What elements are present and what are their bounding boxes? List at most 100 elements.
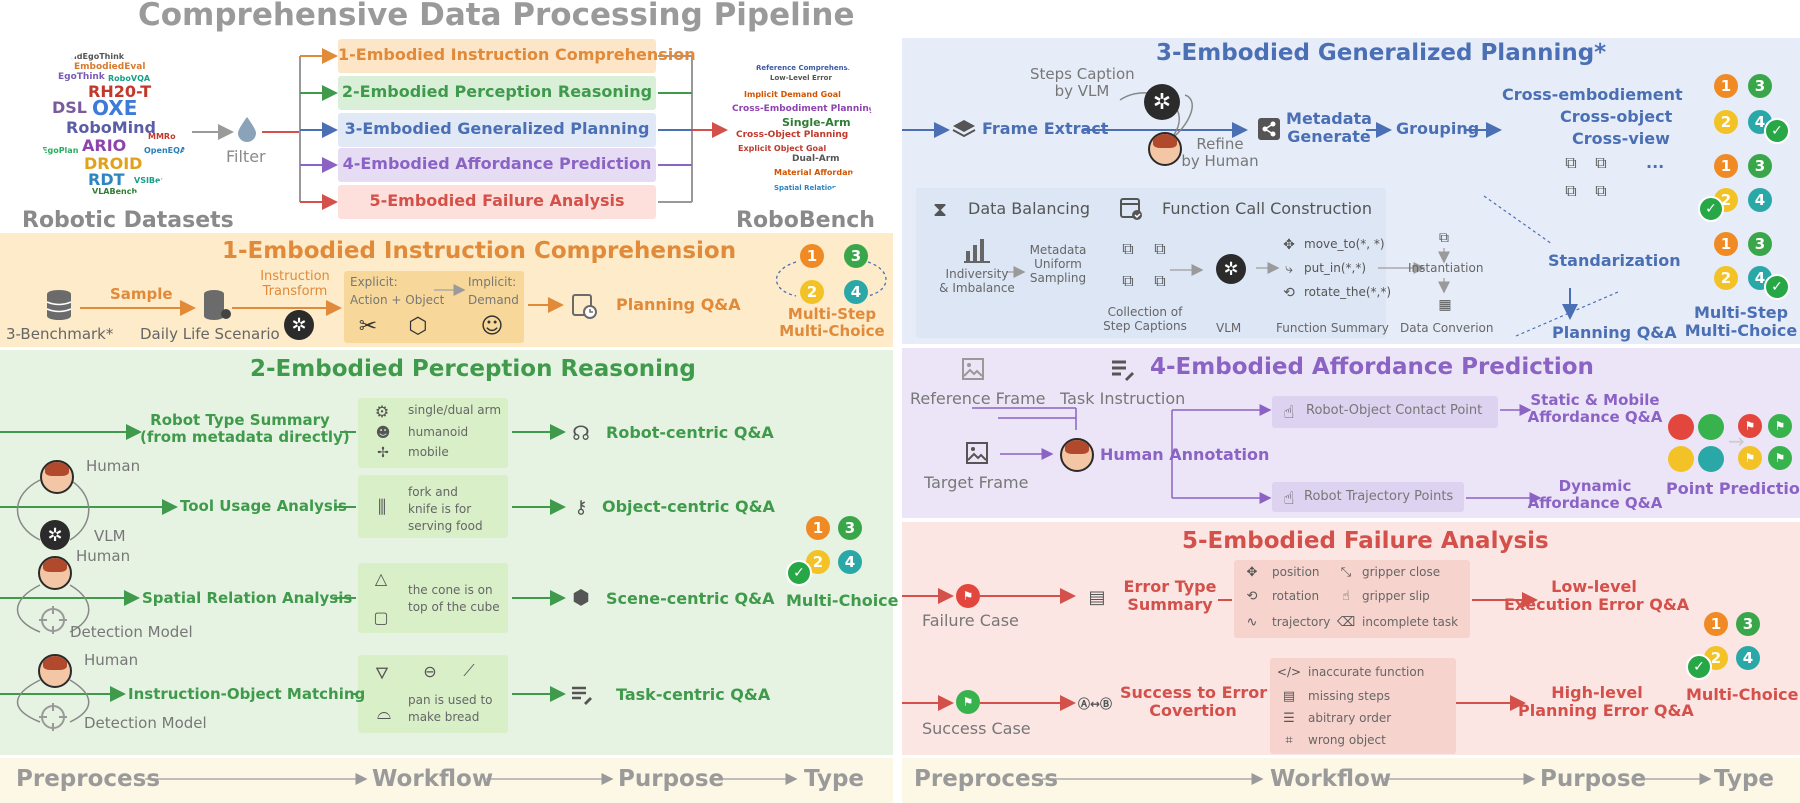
trajectory-points-box bbox=[1272, 482, 1464, 512]
human-avatar-2 bbox=[38, 556, 72, 590]
low-level-error-qa: Low-level Execution Error Q&A bbox=[1504, 577, 1690, 615]
footer-left-band bbox=[0, 758, 893, 803]
detection-icon-1 bbox=[38, 605, 68, 635]
flag-red-icon: ⚑ bbox=[1738, 414, 1762, 438]
section-4-title: 4-Embodied Affordance Prediction bbox=[1150, 354, 1594, 380]
point-green-dot bbox=[1698, 414, 1724, 440]
error-gripper-close: gripper close bbox=[1362, 565, 1441, 579]
vlm-label-s3: VLM bbox=[1216, 321, 1242, 335]
error-type-box bbox=[1234, 560, 1470, 638]
cone-icon: △ bbox=[374, 568, 388, 588]
footer-left-workflow: Workflow bbox=[372, 766, 494, 792]
error-incomplete-task: incomplete task bbox=[1362, 615, 1459, 629]
choice-4-s5: 4 bbox=[1736, 646, 1760, 670]
plan-error-4: wrong object bbox=[1308, 733, 1386, 747]
section-2-title: 2-Embodied Perception Reasoning bbox=[250, 356, 696, 382]
choice-3b-s3: 3 bbox=[1748, 154, 1772, 178]
data-balancing-box bbox=[916, 188, 1386, 338]
caption-stack-icon-1: ⧉ bbox=[1122, 239, 1134, 258]
function-move: move_to(*, *) bbox=[1304, 237, 1385, 251]
plan-error-1: inaccurate function bbox=[1308, 665, 1425, 679]
word-rdt: RDT bbox=[88, 170, 125, 189]
multi-step-label-s3: Multi-Step Multi-Choice bbox=[1684, 303, 1798, 341]
robobench-label: RoboBench bbox=[736, 208, 875, 233]
cat-box-4 bbox=[338, 148, 656, 182]
target-frame: Target Frame bbox=[924, 473, 1029, 492]
word-rh20t: RH20-T bbox=[88, 82, 152, 101]
footer-right-preprocess: Preprocess bbox=[914, 766, 1059, 792]
plan-error-3: abitrary order bbox=[1308, 711, 1392, 725]
success-flag-icon: ⚑ bbox=[956, 690, 980, 714]
choice-1a-s3: 1 bbox=[1714, 74, 1738, 98]
robot-arm-icon: ⚙ bbox=[374, 401, 390, 421]
picture-icon-reference bbox=[960, 356, 986, 382]
flag-green2-icon: ⚑ bbox=[1768, 446, 1792, 470]
check-c-s3: ✓ bbox=[1764, 274, 1790, 300]
spatial-example: the cone is on top of the cube bbox=[408, 583, 500, 614]
share-icon bbox=[1256, 116, 1282, 142]
incomplete-task-icon: ⌫ bbox=[1336, 614, 1356, 630]
point-teal-dot bbox=[1698, 446, 1724, 472]
mobile-robot-icon: ✢ bbox=[377, 445, 389, 461]
section-1-title: 1-Embodied Instruction Comprehension bbox=[222, 238, 737, 264]
category-1: 1-Embodied Instruction Comprehension bbox=[338, 45, 696, 64]
failure-case: Failure Case bbox=[922, 611, 1019, 630]
plan-error-2: missing steps bbox=[1308, 689, 1391, 703]
detection-icon-2 bbox=[38, 702, 68, 732]
implicit-label: Implicit: bbox=[468, 275, 517, 289]
word-robomind: RoboMind bbox=[66, 118, 157, 137]
matching-example: pan is used to make bread bbox=[408, 693, 493, 724]
bar-chart-icon bbox=[962, 236, 992, 264]
cat-box-1 bbox=[338, 39, 656, 73]
footer-left-type: Type bbox=[804, 766, 865, 792]
error-position: position bbox=[1272, 565, 1320, 579]
robotic-datasets-label: Robotic Datasets bbox=[22, 208, 234, 233]
task-list-icon bbox=[568, 682, 594, 708]
contact-point-label: Robot-Object Contact Point bbox=[1306, 403, 1483, 418]
point-yellow-dot bbox=[1668, 446, 1694, 472]
task-instruction-icon bbox=[1108, 356, 1136, 384]
cross-view: Cross-view bbox=[1572, 129, 1670, 148]
choice-3-s2: 3 bbox=[838, 516, 862, 540]
choice-3c-s3: 3 bbox=[1748, 232, 1772, 256]
instruction-transform-label: Instruction Transform bbox=[260, 269, 330, 299]
standarization: Standarization bbox=[1548, 251, 1681, 270]
choice-2a-s3: 2 bbox=[1714, 110, 1738, 134]
error-type-summary: Error Type Summary bbox=[1123, 577, 1217, 615]
check-b-s3: ✓ bbox=[1698, 196, 1724, 222]
footer-right-type: Type bbox=[1714, 766, 1775, 792]
idea-icon: ☺ bbox=[480, 313, 504, 339]
point-red-dot bbox=[1668, 414, 1694, 440]
category-5: 5-Embodied Failure Analysis bbox=[369, 191, 625, 210]
caption-stack-icon-3: ⧉ bbox=[1122, 271, 1134, 290]
choice-1-s1: 1 bbox=[800, 244, 824, 268]
instruction-object-matching: Instruction-Object Matching bbox=[128, 685, 366, 703]
pre-human-2: Human bbox=[76, 547, 131, 565]
choice-1b-s3: 1 bbox=[1714, 154, 1738, 178]
cat-box-2 bbox=[338, 76, 656, 110]
category-3: 3-Embodied Generalized Planning bbox=[344, 119, 650, 138]
bottle-icon: 🜄 bbox=[375, 663, 389, 683]
pan-icon: ⊖ bbox=[423, 661, 437, 681]
stack-icon-3: ⧉ bbox=[1565, 181, 1577, 200]
task-centric-qa: Task-centric Q&A bbox=[616, 685, 771, 704]
rotation-icon: ⟲ bbox=[1246, 588, 1258, 604]
footer-right-band bbox=[902, 758, 1800, 803]
flag-yellow-icon: ⚑ bbox=[1738, 446, 1762, 470]
indiversity-label: Indiversity & Imbalance bbox=[939, 267, 1015, 295]
gripper-close-icon: ⤡ bbox=[1340, 564, 1352, 580]
caption-stack-icon-4: ⧉ bbox=[1154, 271, 1166, 290]
cross-embodiment: Cross-embodiement bbox=[1502, 85, 1683, 104]
human-avatar-3 bbox=[38, 654, 72, 688]
error-gripper-slip: gripper slip bbox=[1362, 589, 1430, 603]
benchmark-label: 3-Benchmark* bbox=[6, 325, 114, 343]
footer-left-purpose: Purpose bbox=[618, 766, 725, 792]
choice-3a-s3: 3 bbox=[1748, 74, 1772, 98]
footer-left-preprocess: Preprocess bbox=[16, 766, 161, 792]
plan-error-box bbox=[1270, 658, 1456, 754]
metadata-generate: Metadata Generate bbox=[1286, 109, 1372, 147]
human-annotation: Human Annotation bbox=[1100, 445, 1270, 464]
stack-icon-4: ⧉ bbox=[1595, 181, 1607, 200]
failure-flag-icon: ⚑ bbox=[956, 584, 980, 608]
